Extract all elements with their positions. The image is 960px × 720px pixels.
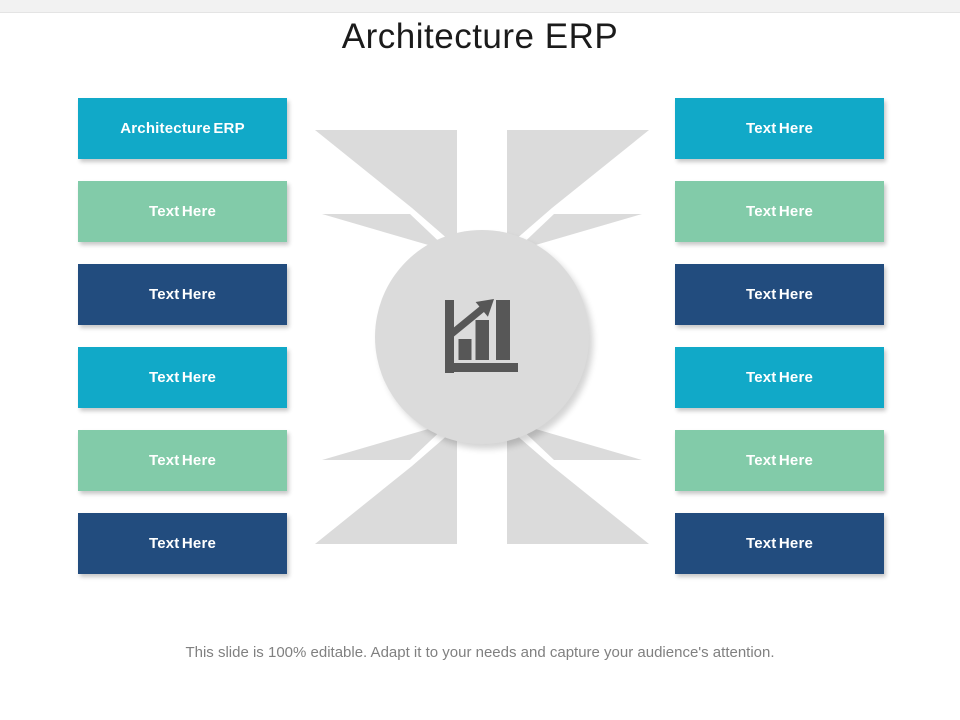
placeholder-box-left-5[interactable]: Text Here	[78, 430, 287, 491]
growth-bar-chart-icon	[445, 299, 518, 373]
placeholder-box-right-1[interactable]: Text Here	[675, 98, 884, 159]
arrow-barb-top-right	[515, 214, 642, 251]
arrow-barb-top-left	[322, 214, 449, 251]
placeholder-box-left-6[interactable]: Text Here	[78, 513, 287, 574]
chart-bar-short	[458, 339, 472, 360]
placeholder-box-left-1[interactable]: Architecture ERP	[78, 98, 287, 159]
arrow-barb-bottom-right	[515, 423, 642, 460]
center-circle	[375, 230, 589, 444]
chart-x-axis	[445, 363, 518, 372]
placeholder-box-left-2[interactable]: Text Here	[78, 181, 287, 242]
arrow-body-top-right	[507, 130, 649, 247]
right-box-column: Text Here Text Here Text Here Text Here …	[675, 98, 884, 574]
arrow-body-bottom-left	[315, 427, 457, 544]
chart-arrow-head	[475, 299, 494, 317]
footer-note: This slide is 100% editable. Adapt it to…	[185, 644, 775, 661]
placeholder-box-right-4[interactable]: Text Here	[675, 347, 884, 408]
arrow-barb-bottom-left	[322, 423, 449, 460]
left-box-column: Architecture ERP Text Here Text Here Tex…	[78, 98, 287, 574]
slide-title: Architecture ERP	[341, 17, 619, 56]
placeholder-box-left-4[interactable]: Text Here	[78, 347, 287, 408]
chart-arrow-shaft	[446, 306, 485, 339]
top-border-strip	[0, 0, 960, 13]
chart-bar-medium	[475, 320, 489, 360]
placeholder-box-left-3[interactable]: Text Here	[78, 264, 287, 325]
placeholder-box-right-6[interactable]: Text Here	[675, 513, 884, 574]
chart-y-axis	[445, 300, 454, 373]
placeholder-box-right-5[interactable]: Text Here	[675, 430, 884, 491]
placeholder-box-right-3[interactable]: Text Here	[675, 264, 884, 325]
arrow-body-bottom-right	[507, 427, 649, 544]
center-circle-shadow	[379, 235, 593, 449]
arrow-body-top-left	[315, 130, 457, 247]
placeholder-box-right-2[interactable]: Text Here	[675, 181, 884, 242]
chart-bar-tall	[496, 300, 510, 360]
